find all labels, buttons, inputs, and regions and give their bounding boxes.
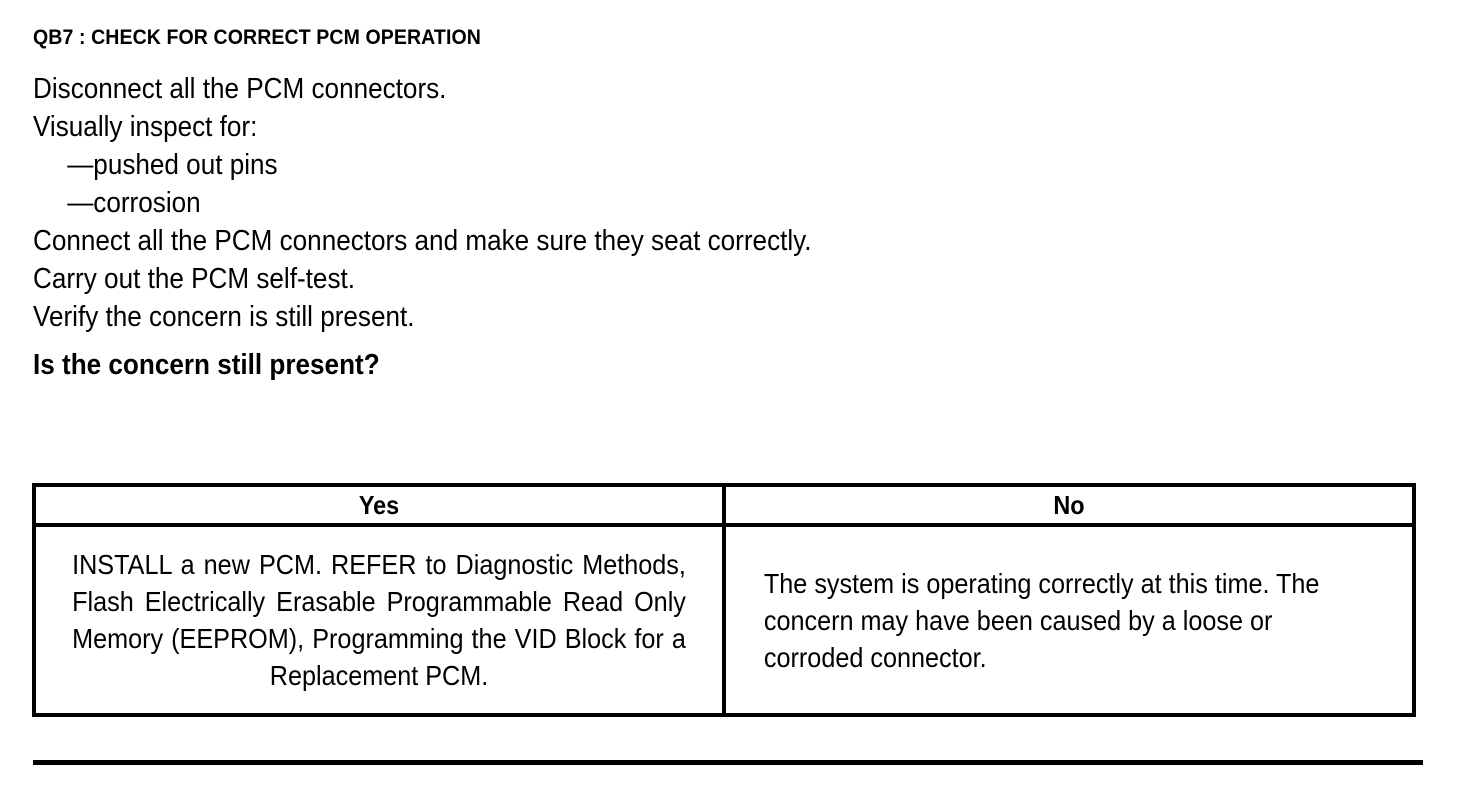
column-header-yes: Yes <box>32 483 726 527</box>
column-header-yes-label: Yes <box>358 489 400 520</box>
instruction-line-6: Carry out the PCM self-test. <box>33 263 356 295</box>
instruction-line-2: Visually inspect for: <box>33 111 258 143</box>
step-heading: QB7 : CHECK FOR CORRECT PCM OPERATION <box>33 26 481 49</box>
instruction-line-4: —corrosion <box>67 187 201 219</box>
cell-yes-action: INSTALL a new PCM. REFER to Diagnostic M… <box>32 523 726 717</box>
instruction-line-3: —pushed out pins <box>67 149 278 181</box>
cell-yes-text: INSTALL a new PCM. REFER to Diagnostic M… <box>72 549 686 691</box>
table-row: INSTALL a new PCM. REFER to Diagnostic M… <box>32 523 1416 717</box>
instruction-list: Disconnect all the PCM connectors. Visua… <box>33 70 1413 384</box>
instruction-line-5: Connect all the PCM connectors and make … <box>33 225 812 257</box>
column-header-no-label: No <box>1053 489 1085 520</box>
instruction-line-7: Verify the concern is still present. <box>33 301 415 333</box>
cell-no-text: The system is operating correctly at thi… <box>763 567 1320 673</box>
instruction-line-1: Disconnect all the PCM connectors. <box>33 73 447 105</box>
cell-no-action: The system is operating correctly at thi… <box>722 523 1416 717</box>
column-header-no: No <box>722 483 1416 527</box>
decision-question: Is the concern still present? <box>33 349 380 381</box>
section-divider-rule <box>33 760 1423 765</box>
decision-table: Yes No INSTALL a new PCM. REFER to Diagn… <box>32 483 1416 717</box>
table-header-row: Yes No <box>32 483 1416 527</box>
